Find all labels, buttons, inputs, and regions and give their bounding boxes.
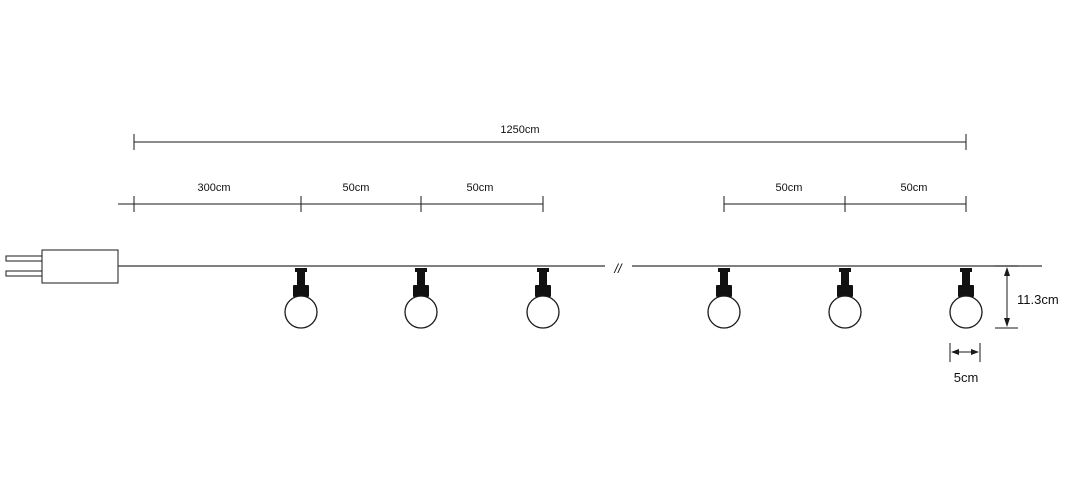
bulb-diameter-label: 5cm [954,370,979,385]
bulb [949,268,983,329]
bulb-diameter-dimension: 5cm [949,343,981,385]
bulb [404,268,438,329]
total-length-dimension: 1250cm [133,124,967,150]
bulb [828,268,862,329]
total-length-label: 1250cm [500,124,539,136]
spacing-label-3: 50cm [776,182,803,194]
bulb-height-dimension: 11.3cm [995,265,1059,329]
bulb [526,268,560,329]
lead-length-label: 300cm [197,182,230,194]
spacing-label-4: 50cm [901,182,928,194]
spacing-label-2: 50cm [467,182,494,194]
bulb [284,268,318,329]
plug [5,249,119,284]
spacing-label-1: 50cm [343,182,370,194]
cord-break-symbol: // [613,261,623,276]
bulb-height-label: 11.3cm [1017,292,1059,307]
bulb [707,268,741,329]
bulbs [284,268,983,329]
spacing-dimensions: 300cm 50cm 50cm 50cm 50cm [118,182,967,212]
